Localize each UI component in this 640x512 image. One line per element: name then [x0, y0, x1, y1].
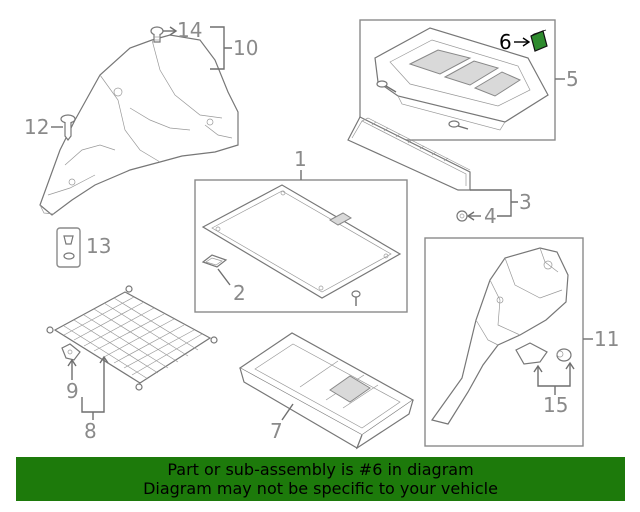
callout-11: 11 — [594, 327, 619, 351]
callout-10: 10 — [233, 36, 258, 60]
bracket-15 — [537, 363, 571, 395]
part-11-quarter-trim-right[interactable] — [430, 247, 569, 425]
part-3-scuff-plate[interactable] — [347, 116, 471, 191]
callout-8: 8 — [84, 419, 97, 443]
part-1-floor-board[interactable] — [201, 184, 402, 299]
part-13-clip[interactable] — [56, 227, 81, 268]
part-8-cargo-net[interactable] — [46, 285, 218, 391]
callout-3: 3 — [519, 190, 532, 214]
callout-13: 13 — [86, 234, 111, 258]
part-2-cover[interactable] — [201, 254, 228, 268]
callout-2: 2 — [233, 281, 246, 305]
leader-7 — [281, 403, 294, 421]
part-6-highlighted-clip[interactable] — [530, 29, 548, 52]
part-5-screw-a[interactable] — [376, 80, 397, 93]
banner-line-1: Part or sub-assembly is #6 in diagram — [167, 460, 474, 479]
callout-7: 7 — [270, 419, 283, 443]
bracket-10 — [210, 26, 232, 70]
bracket-3 — [470, 189, 518, 217]
part-7-storage-tray[interactable] — [238, 332, 415, 450]
part-14-screw[interactable] — [150, 26, 164, 43]
part-5-screw-b[interactable] — [448, 120, 469, 130]
leader-2 — [217, 268, 231, 286]
banner-line-2: Diagram may not be specific to your vehi… — [143, 479, 498, 498]
bracket-8 — [81, 357, 105, 420]
callout-12: 12 — [24, 115, 49, 139]
part-15-bracket[interactable] — [515, 342, 548, 365]
part-15-cap[interactable] — [556, 348, 572, 362]
part-10-quarter-trim[interactable] — [39, 34, 239, 216]
callout-1: 1 — [294, 147, 307, 171]
part-4-clip[interactable] — [456, 210, 468, 222]
callout-5: 5 — [566, 67, 579, 91]
callout-6: 6 — [499, 30, 512, 54]
callout-14: 14 — [177, 18, 202, 42]
part-12-push-pin[interactable] — [60, 114, 76, 141]
group-box-5 — [359, 19, 556, 141]
callout-15: 15 — [543, 393, 568, 417]
info-banner: Part or sub-assembly is #6 in diagram Di… — [16, 457, 625, 501]
callout-9: 9 — [66, 379, 79, 403]
group-box-11 — [424, 237, 584, 447]
part-9-hook[interactable] — [61, 343, 81, 361]
part-1-bolt[interactable] — [351, 290, 361, 306]
part-5-package-tray[interactable] — [374, 27, 549, 131]
callout-4: 4 — [484, 204, 497, 228]
